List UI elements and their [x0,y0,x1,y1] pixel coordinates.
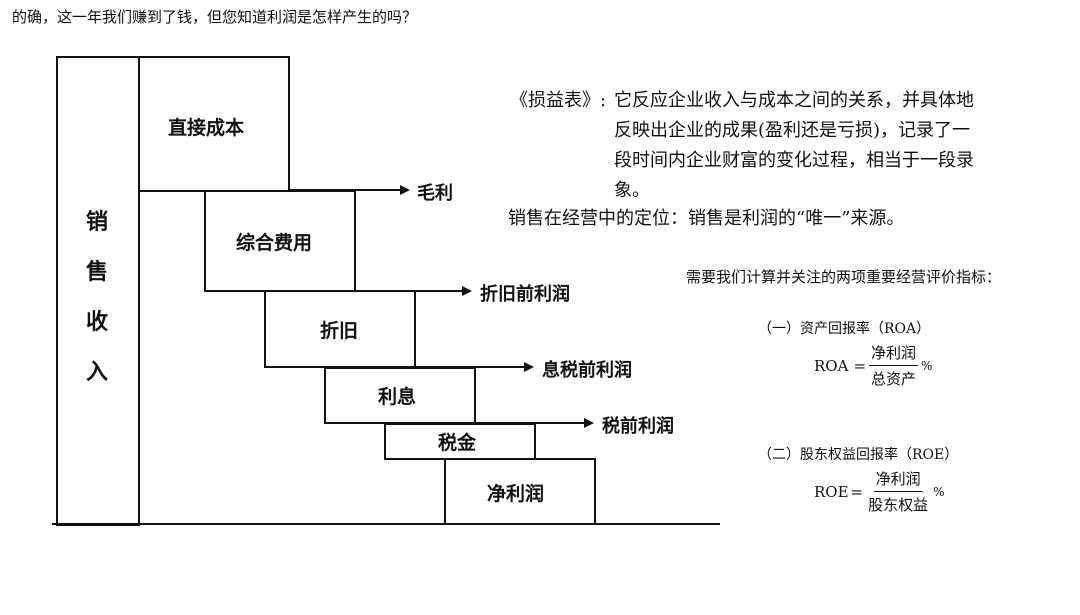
tax-box [384,423,536,460]
sales-positioning-text: 销售在经营中的定位：销售是利润的“唯一”来源。 [508,208,905,229]
depreciation-box [264,290,416,368]
roa-unit: % [921,358,933,373]
tax-label: 税金 [438,432,477,454]
interest-label: 利息 [378,386,417,408]
pre-interest-tax-profit-label: 息税前利润 [542,360,632,381]
roe-unit: % [933,484,945,499]
income-statement-line-3: 段时间内企业财富的变化过程，相当于一段录 [614,150,974,171]
overhead-box [204,190,356,292]
roa-equals: = [853,356,867,375]
roe-equals: = [850,482,864,501]
pre-tax-arrow-head [584,418,594,428]
pre-depreciation-arrow-head [462,286,472,296]
pre-tax-profit-label: 税前利润 [602,416,674,437]
roa-heading: （一）资产回报率（ROA） [758,321,931,337]
roa-fraction: 净利润 总资产 [869,342,919,389]
sales-revenue-char-4: 入 [86,360,109,385]
sales-revenue-char-2: 售 [86,260,109,285]
roa-denominator: 总资产 [871,370,917,388]
sales-revenue-char-1: 销 [86,210,109,235]
roe-formula: ROE = 净利润 股东权益 % [814,468,945,515]
income-statement-line-2: 反映出企业的成果(盈利还是亏损)，记录了一 [614,120,971,141]
income-statement-line-1: 它反应企业收入与成本之间的关系，并具体地 [614,90,974,111]
header-question: 的确，这一年我们赚到了钱，但您知道利润是怎样产生的吗？ [12,8,418,26]
income-statement-label: 《损益表》: [510,90,607,111]
roe-denominator: 股东权益 [868,496,929,514]
roe-heading: （二）股东权益回报率（ROE） [758,447,959,463]
roe-numerator: 净利润 [873,468,923,492]
sales-revenue-char-3: 收 [86,310,109,335]
pre-depreciation-profit-label: 折旧前利润 [480,284,570,305]
roa-formula: ROA = 净利润 总资产 % [814,342,932,389]
roa-lhs: ROA [814,356,849,375]
interest-box [324,367,476,424]
net-profit-label: 净利润 [487,483,545,505]
direct-cost-box [138,56,290,192]
gross-profit-arrow-head [400,185,410,195]
baseline [52,523,720,525]
depreciation-label: 折旧 [320,320,359,342]
direct-cost-label: 直接成本 [168,117,245,139]
metrics-intro-text: 需要我们计算并关注的两项重要经营评价指标： [686,268,1002,286]
income-statement-line-4: 象。 [614,180,650,201]
roa-numerator: 净利润 [869,342,919,366]
pre-interest-tax-arrow-head [524,362,534,372]
overhead-label: 综合费用 [236,232,313,254]
net-profit-box [444,458,596,525]
roe-fraction: 净利润 股东权益 [866,468,930,515]
roe-lhs: ROE [814,482,849,501]
gross-profit-label: 毛利 [417,183,453,204]
sales-revenue-box [56,56,140,526]
